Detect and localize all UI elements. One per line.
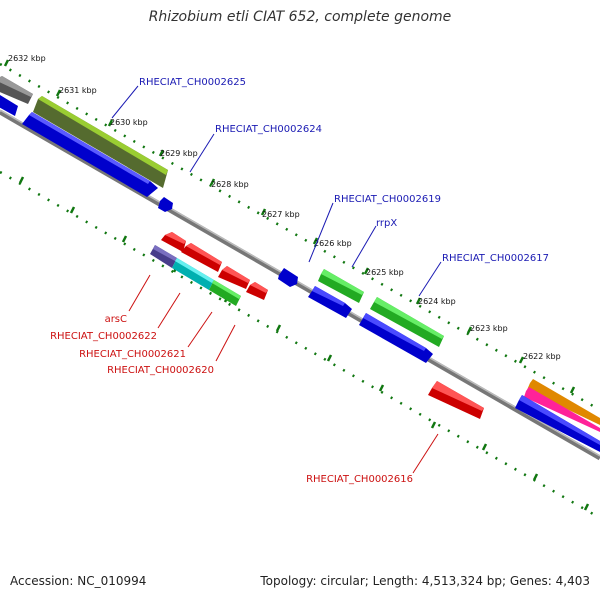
leader-line	[189, 133, 215, 173]
genome-summary-text: Topology: circular; Length: 4,513,324 bp…	[260, 574, 590, 588]
scale-label: 2622 kbp	[523, 352, 561, 361]
scale-dotted-line-inner	[0, 170, 600, 520]
gene-label[interactable]: arsC	[105, 314, 127, 325]
leader-line	[128, 274, 151, 312]
gene-feature-blue[interactable]	[22, 112, 158, 197]
scale-label: 2623 kbp	[470, 324, 508, 333]
gene-feature-red[interactable]	[161, 232, 186, 252]
gene-feature-gray[interactable]	[0, 76, 33, 104]
gene-label[interactable]: RHECIAT_CH0002621	[79, 349, 186, 360]
gene-feature-green[interactable]	[370, 297, 444, 347]
scale-label: 2627 kbp	[262, 210, 300, 219]
gene-feature-blue[interactable]	[278, 268, 298, 287]
gene-feature-magenta[interactable]	[524, 387, 600, 432]
leader-line	[157, 292, 181, 329]
scale-label: 2625 kbp	[366, 268, 404, 277]
scale-label: 2628 kbp	[211, 180, 249, 189]
scale-label: 2626 kbp	[314, 239, 352, 248]
gene-feature-red[interactable]	[246, 282, 268, 300]
leader-line	[111, 85, 139, 119]
scale-ticks-inner	[18, 176, 590, 511]
scale-label: 2630 kbp	[110, 118, 148, 127]
leader-line	[215, 324, 236, 362]
gene-feature-blue[interactable]	[158, 197, 173, 212]
gene-feature-red[interactable]	[218, 266, 250, 289]
scale-ticks-outer	[3, 59, 576, 394]
gene-feature-red[interactable]	[181, 243, 222, 272]
gene-feature-orange[interactable]	[527, 379, 600, 425]
leader-line	[418, 261, 442, 297]
genome-backbone	[0, 109, 600, 461]
gene-label[interactable]: RHECIAT_CH0002620	[107, 365, 214, 376]
leader-line	[187, 311, 213, 348]
gene-label[interactable]: RHECIAT_CH0002616	[306, 474, 413, 485]
leader-line	[308, 202, 334, 263]
scale-label: 2624 kbp	[418, 297, 456, 306]
gene-label[interactable]: RHECIAT_CH0002617	[442, 253, 549, 264]
gene-feature-olive[interactable]	[33, 96, 168, 188]
gene-feature-green[interactable]	[209, 280, 241, 306]
gene-label[interactable]: RHECIAT_CH0002619	[334, 194, 441, 205]
map-title: Rhizobium etli CIAT 652, complete genome	[148, 9, 452, 25]
scale-label: 2632 kbp	[8, 54, 46, 63]
leader-line	[351, 225, 377, 268]
gene-label[interactable]: rrpX	[376, 218, 397, 229]
gene-label[interactable]: RHECIAT_CH0002622	[50, 331, 157, 342]
gene-feature-green[interactable]	[318, 269, 364, 303]
gene-feature-purple[interactable]	[150, 245, 177, 268]
gene-feature-red[interactable]	[428, 381, 484, 419]
gene-label[interactable]: RHECIAT_CH0002624	[215, 124, 322, 135]
gene-label[interactable]: RHECIAT_CH0002625	[139, 77, 246, 88]
scale-label: 2629 kbp	[160, 149, 198, 158]
gene-feature-blue[interactable]	[359, 313, 433, 363]
accession-text: Accession: NC_010994	[10, 574, 147, 588]
leader-line	[412, 433, 439, 474]
gene-feature-blue[interactable]	[515, 395, 600, 452]
gene-feature-blue[interactable]	[308, 286, 352, 318]
gene-feature-blue[interactable]	[0, 95, 18, 116]
scale-label: 2631 kbp	[59, 86, 97, 95]
gene-feature-cyan[interactable]	[172, 258, 214, 290]
